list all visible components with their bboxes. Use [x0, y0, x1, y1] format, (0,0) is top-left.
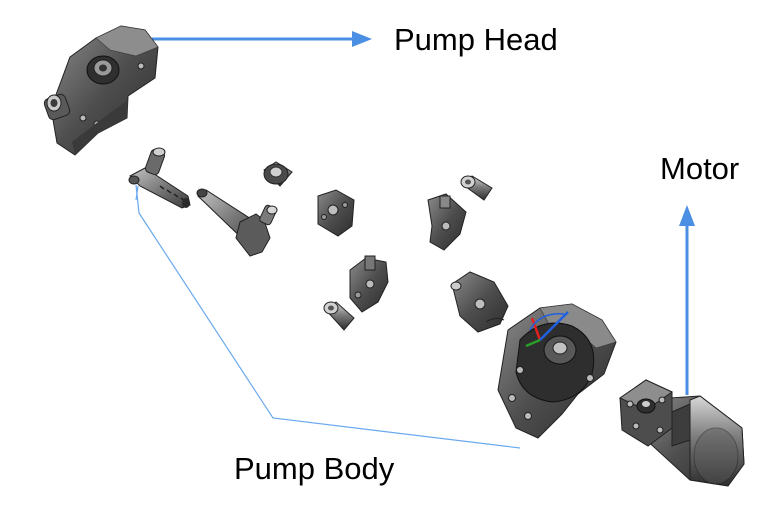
motor-label: Motor: [660, 151, 740, 186]
motor-part: [618, 379, 745, 487]
pump-body-part: [497, 303, 617, 439]
linkage-part: [349, 255, 389, 313]
rocker-lower-part: [450, 271, 509, 333]
bracket-part: [317, 189, 355, 237]
bushing-bottom-part: [323, 301, 355, 331]
rocker-upper-part: [427, 193, 467, 251]
pump-head-label: Pump Head: [394, 22, 558, 57]
axis-triad-icon: [525, 311, 569, 348]
inlet-elbow-part: [128, 147, 191, 209]
motor-arrow: [679, 205, 695, 395]
bushing-top-part: [263, 161, 293, 187]
rod-part: [196, 188, 278, 257]
pump-head-arrow: [152, 31, 372, 47]
pump-head-part: [43, 25, 159, 156]
bushing-right-part: [460, 175, 493, 201]
pump-body-label: Pump Body: [234, 451, 395, 486]
pump-body-leader-lines: [135, 184, 521, 449]
